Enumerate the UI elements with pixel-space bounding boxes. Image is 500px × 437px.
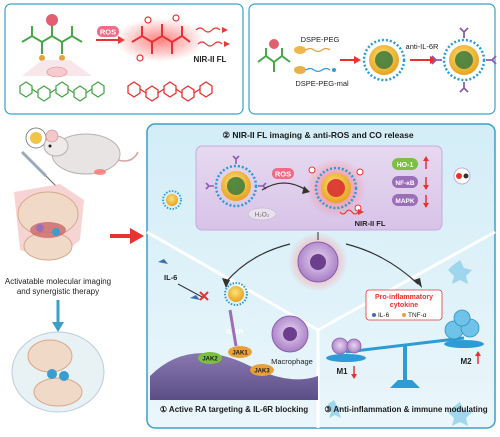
panel3-title: ③ Anti-inflammation & immune modulating [324, 405, 487, 414]
divider-right [317, 230, 496, 332]
nir-waves-panel2 [339, 209, 364, 215]
jak-pills: JAK2 JAK1 JAK3 [198, 346, 274, 376]
svg-text:JAK2: JAK2 [202, 357, 218, 363]
h2o2-product: H₂O₂ [247, 207, 277, 221]
panel3-content: Pro-inflammatory cytokine IL-6 TNF-α M1 [324, 260, 488, 426]
nanoparticle-activated [306, 158, 366, 218]
caption-line2: and synergistic therapy [17, 287, 99, 296]
inflamed-joint [14, 184, 84, 261]
nanoparticle-plain [362, 38, 406, 82]
healed-joint [11, 331, 105, 413]
m1-label: M1 [336, 367, 348, 376]
top-right-panel: DSPE-PEG DSPE-PEG-mal anti-IL-6R [248, 3, 497, 115]
red-molecule-bottom [127, 81, 213, 102]
ros-conversion-arrow: ROS [96, 26, 125, 44]
cytokine-line2: cytokine [390, 302, 419, 309]
green-molecule-top [21, 14, 83, 61]
co-molecule [453, 167, 471, 185]
macrophage-label: Macrophage [271, 357, 313, 366]
nir-label-top: NIR-II FL [194, 55, 227, 64]
ho1-pill: HO-1 [392, 156, 429, 170]
left-panel: Activatable molecular imaging and synerg… [5, 127, 144, 413]
nanoparticle-small-left [162, 190, 182, 210]
center-arrows [225, 243, 419, 285]
svg-text:NF-κB: NF-κB [395, 180, 414, 187]
svg-text:MAPK: MAPK [395, 198, 414, 205]
dspe-peg-label: DSPE-PEG [301, 35, 340, 44]
nfkb-pill: NF-κB [392, 176, 429, 190]
h2o2-label: H₂O₂ [255, 212, 270, 219]
svg-text:JAK3: JAK3 [254, 369, 270, 375]
assembly-arrow [340, 56, 361, 64]
panel2-title: ② NIR-II FL imaging & anti-ROS and CO re… [222, 130, 413, 140]
balance-scale [326, 336, 484, 388]
m2-up-arrow [475, 351, 481, 364]
macrophage-panel1 [271, 315, 309, 353]
m2-cells [444, 309, 480, 340]
mouse-illustration [43, 129, 139, 175]
dspe-peg-mal-label: DSPE-PEG-mal [295, 79, 349, 88]
nanoparticle-antibody [431, 27, 497, 93]
m1-cells [331, 337, 362, 355]
green-molecule-bottom [19, 81, 105, 102]
cytokine-il6: IL-6 [378, 312, 390, 319]
antibody-icons [431, 27, 497, 93]
il6r-receptor [228, 309, 238, 347]
il6-molecules [158, 259, 200, 300]
m1-down-arrow [351, 366, 357, 379]
zoom-ellipse [46, 66, 68, 78]
arrow-head-left [222, 278, 230, 288]
divider-left [146, 230, 319, 332]
panel1-il6-label: IL-6 [164, 273, 177, 282]
green-molecule-right [257, 39, 291, 72]
panel1-content: IL-6 IL-6R JAK2 JAK1 JAK3 [150, 259, 318, 414]
dspe-peg-mal-lipid [294, 66, 336, 74]
anti-il6r-label: anti-IL-6R [406, 42, 440, 51]
macrophage-center [288, 232, 348, 292]
svg-text:HO-1: HO-1 [397, 162, 414, 169]
mapk-pill: MAPK [392, 194, 429, 208]
nir-emission-waves [195, 27, 230, 47]
nanoparticle-panel1 [224, 282, 248, 306]
ros-pill [97, 26, 119, 37]
m2-label: M2 [460, 357, 472, 366]
cytokine-line1: Pro-inflammatory [375, 294, 433, 301]
dspe-peg-lipid [294, 46, 331, 54]
nanoparticle-panel2-left [205, 155, 267, 208]
caption-line1: Activatable molecular imaging [5, 277, 111, 286]
red-molecule-top [115, 14, 205, 62]
panel2-ros-label: ROS [275, 170, 291, 179]
panel1-title: ① Active RA targeting & IL-6R blocking [160, 405, 308, 414]
ros-label: ROS [100, 28, 116, 37]
top-left-panel: ROS NIR-II FL [4, 3, 244, 115]
svg-text:JAK1: JAK1 [232, 351, 248, 357]
blocked-x-icon [199, 291, 209, 301]
panel2-nir-label: NIR-II FL [355, 219, 386, 228]
antibody-arrow: anti-IL-6R [406, 42, 440, 64]
arrow-head-right [414, 278, 422, 288]
main-panel: ② NIR-II FL imaging & anti-ROS and CO re… [146, 123, 496, 429]
decorative-cells [327, 260, 472, 426]
cytokine-box [365, 289, 443, 321]
therapy-down-arrow [52, 300, 64, 332]
cell-membrane [150, 353, 318, 400]
cytokine-tnfa: TNF-α [408, 312, 427, 319]
ros-trigger: ROS [261, 168, 310, 194]
main-red-arrow [110, 228, 144, 244]
